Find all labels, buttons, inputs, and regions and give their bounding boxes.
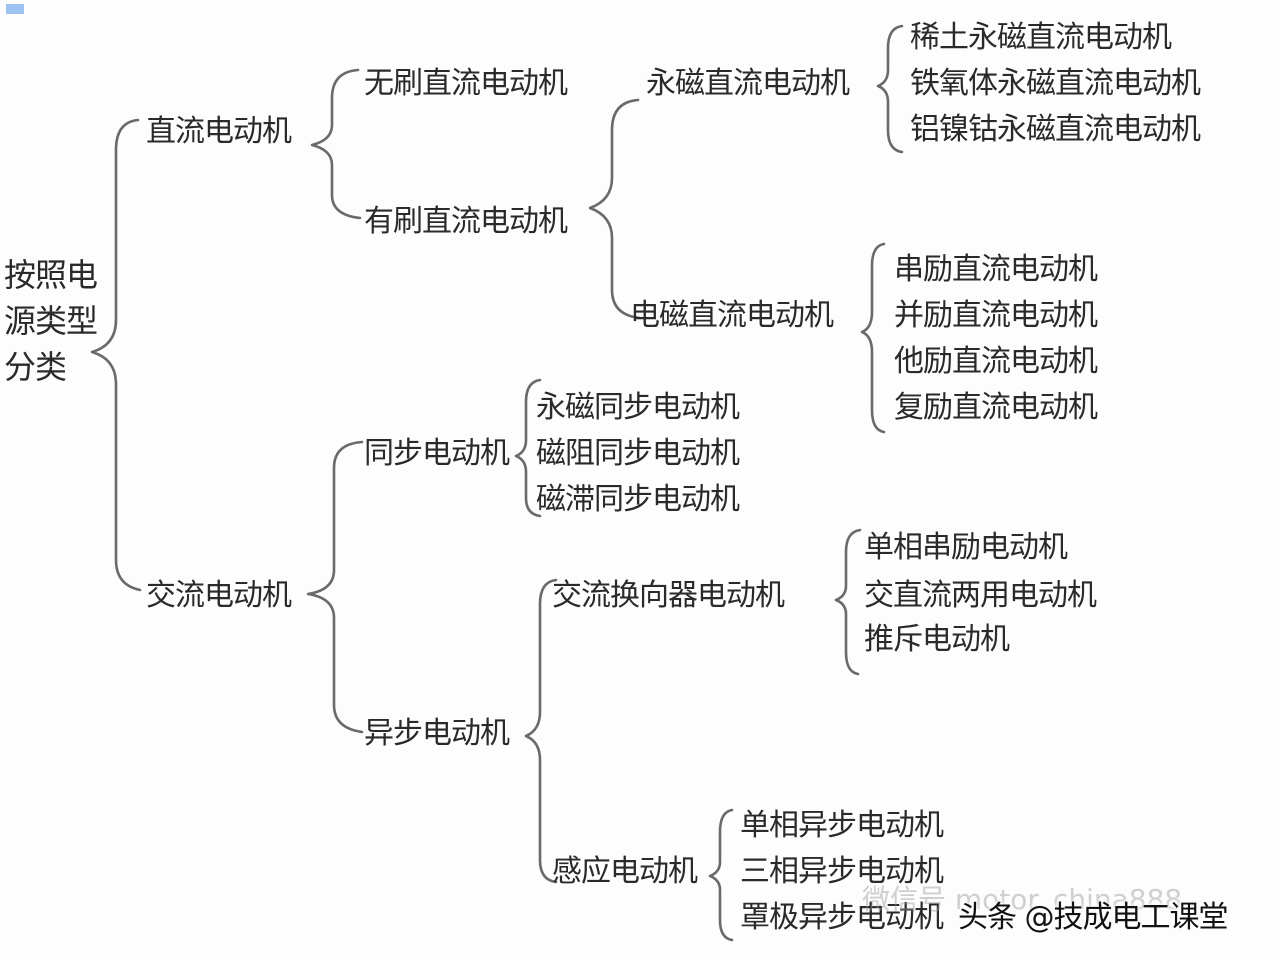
root-label: 按照电 源类型 分类 bbox=[4, 252, 104, 390]
em-dc-node: 电磁直流电动机 bbox=[630, 298, 834, 333]
induction-motor-item: 单相异步电动机 bbox=[740, 808, 944, 843]
em-dc-item: 串励直流电动机 bbox=[894, 252, 1098, 287]
sync-motor-item: 磁阻同步电动机 bbox=[536, 436, 740, 471]
sync-motor-node: 同步电动机 bbox=[364, 436, 510, 471]
induction-bracket bbox=[708, 808, 734, 942]
root-line-2: 源类型 bbox=[4, 302, 98, 340]
brushed-dc-node: 有刷直流电动机 bbox=[364, 204, 568, 239]
pm-dc-item: 铝镍钴永磁直流电动机 bbox=[910, 112, 1201, 147]
brushless-dc-node: 无刷直流电动机 bbox=[364, 66, 568, 101]
root-bracket bbox=[90, 118, 142, 592]
em-dc-item: 并励直流电动机 bbox=[894, 298, 1098, 333]
pm-dc-item: 铁氧体永磁直流电动机 bbox=[910, 66, 1201, 101]
corner-marker bbox=[6, 4, 24, 14]
sync-motor-item: 永磁同步电动机 bbox=[536, 390, 740, 425]
async-bracket bbox=[524, 578, 558, 884]
em-dc-item: 复励直流电动机 bbox=[894, 390, 1098, 425]
dc-motor-node: 直流电动机 bbox=[146, 114, 292, 149]
pm-bracket bbox=[876, 24, 904, 154]
pm-dc-node: 永磁直流电动机 bbox=[646, 66, 850, 101]
ac-motor-node: 交流电动机 bbox=[146, 578, 292, 613]
dc-bracket bbox=[310, 68, 362, 220]
induction-motor-node: 感应电动机 bbox=[552, 854, 698, 889]
sync-bracket bbox=[514, 378, 542, 518]
commutator-motor-node: 交流换向器电动机 bbox=[552, 578, 785, 613]
root-line-1: 按照电 bbox=[4, 256, 98, 294]
brushed-bracket bbox=[588, 98, 642, 320]
commutator-motor-item: 单相串励电动机 bbox=[864, 530, 1068, 565]
ac-bracket bbox=[306, 440, 364, 734]
commutator-bracket bbox=[834, 528, 862, 676]
wechat-watermark: 微信号 motor_china888 bbox=[862, 883, 1183, 916]
toutiao-watermark: 头条 @技成电工课堂 bbox=[958, 900, 1229, 935]
commutator-motor-item: 推斥电动机 bbox=[864, 622, 1010, 657]
commutator-motor-item: 交直流两用电动机 bbox=[864, 578, 1097, 613]
async-motor-node: 异步电动机 bbox=[364, 716, 510, 751]
em-bracket bbox=[860, 242, 886, 434]
induction-motor-item: 三相异步电动机 bbox=[740, 854, 944, 889]
root-line-3: 分类 bbox=[4, 348, 67, 386]
induction-motor-item: 罩极异步电动机 bbox=[740, 900, 944, 935]
pm-dc-item: 稀土永磁直流电动机 bbox=[910, 20, 1172, 55]
em-dc-item: 他励直流电动机 bbox=[894, 344, 1098, 379]
sync-motor-item: 磁滞同步电动机 bbox=[536, 482, 740, 517]
